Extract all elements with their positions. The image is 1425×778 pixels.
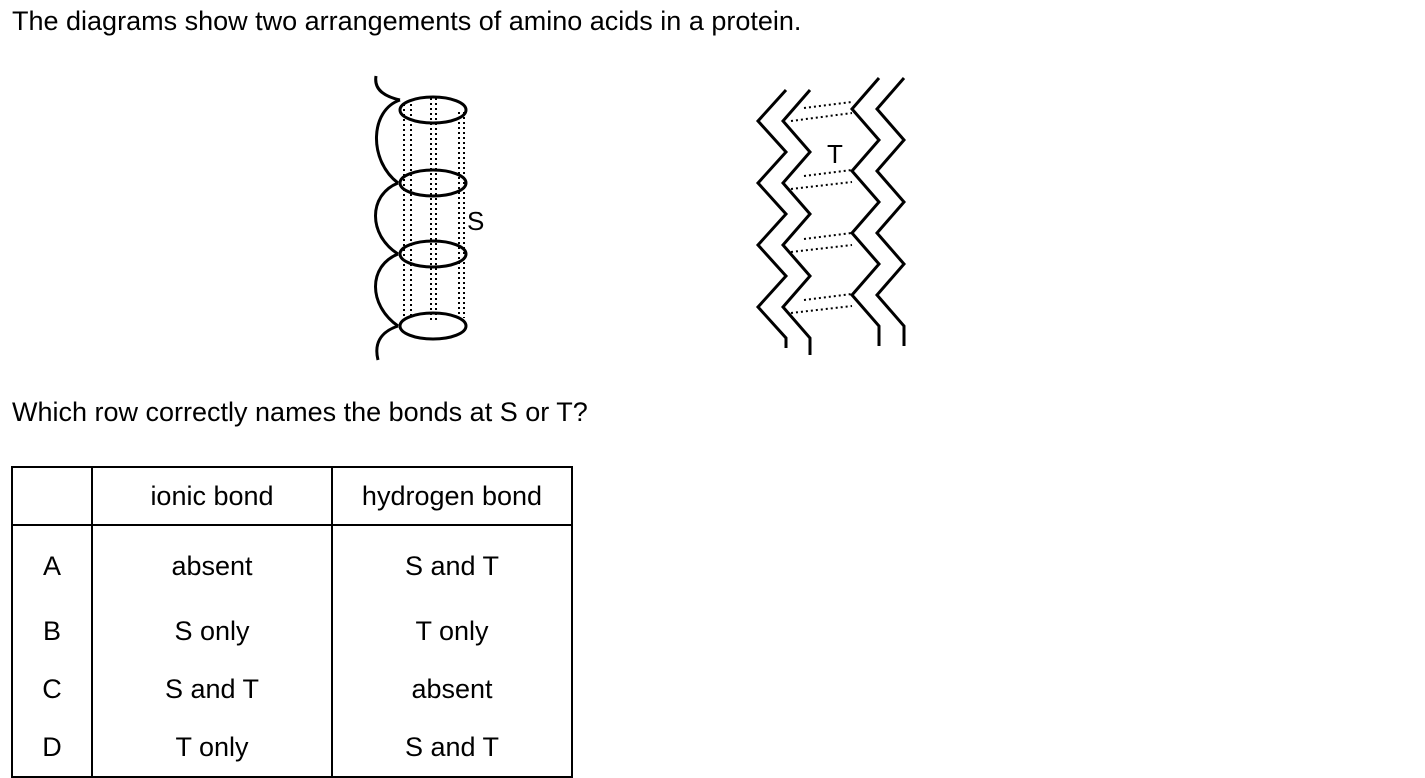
strand-2 (781, 89, 812, 355)
option-letter: B (12, 602, 93, 660)
table-row: C S and T absent (12, 660, 572, 718)
header-ionic-bond: ionic bond (92, 467, 333, 526)
strand-3 (850, 77, 881, 346)
option-letter: D (12, 718, 93, 777)
ionic-cell: S and T (92, 660, 333, 718)
answer-table: ionic bond hydrogen bond A absent S and … (11, 466, 573, 778)
table-row: B S only T only (12, 602, 572, 660)
strand-1 (755, 88, 789, 348)
table-header-row: ionic bond hydrogen bond (12, 467, 572, 526)
protein-diagrams: S T (374, 75, 906, 361)
header-hydrogen-bond: hydrogen bond (332, 467, 572, 526)
beta-sheet (755, 77, 906, 355)
alpha-helix (374, 75, 468, 361)
helix-bond-lines (403, 98, 465, 322)
option-letter: C (12, 660, 93, 718)
hydrogen-cell: S and T (404, 550, 500, 581)
ionic-cell: absent (92, 525, 333, 602)
ionic-cell: S only (92, 602, 333, 660)
ionic-cell: T only (92, 718, 333, 777)
option-letter: A (12, 525, 93, 602)
intro-text: The diagrams show two arrangements of am… (12, 6, 802, 36)
strand-4 (875, 77, 906, 346)
table-row: A absent S and T (12, 525, 572, 602)
table-row: D T only S and T (12, 718, 572, 777)
label-s: S (467, 206, 484, 236)
hydrogen-cell: S and T (404, 731, 500, 762)
question-text: Which row correctly names the bonds at S… (12, 397, 588, 427)
label-t: T (827, 139, 843, 169)
sheet-bond-lines (790, 101, 853, 314)
hydrogen-cell: T only (415, 615, 489, 646)
header-empty (12, 467, 93, 526)
hydrogen-cell: absent (411, 673, 493, 704)
